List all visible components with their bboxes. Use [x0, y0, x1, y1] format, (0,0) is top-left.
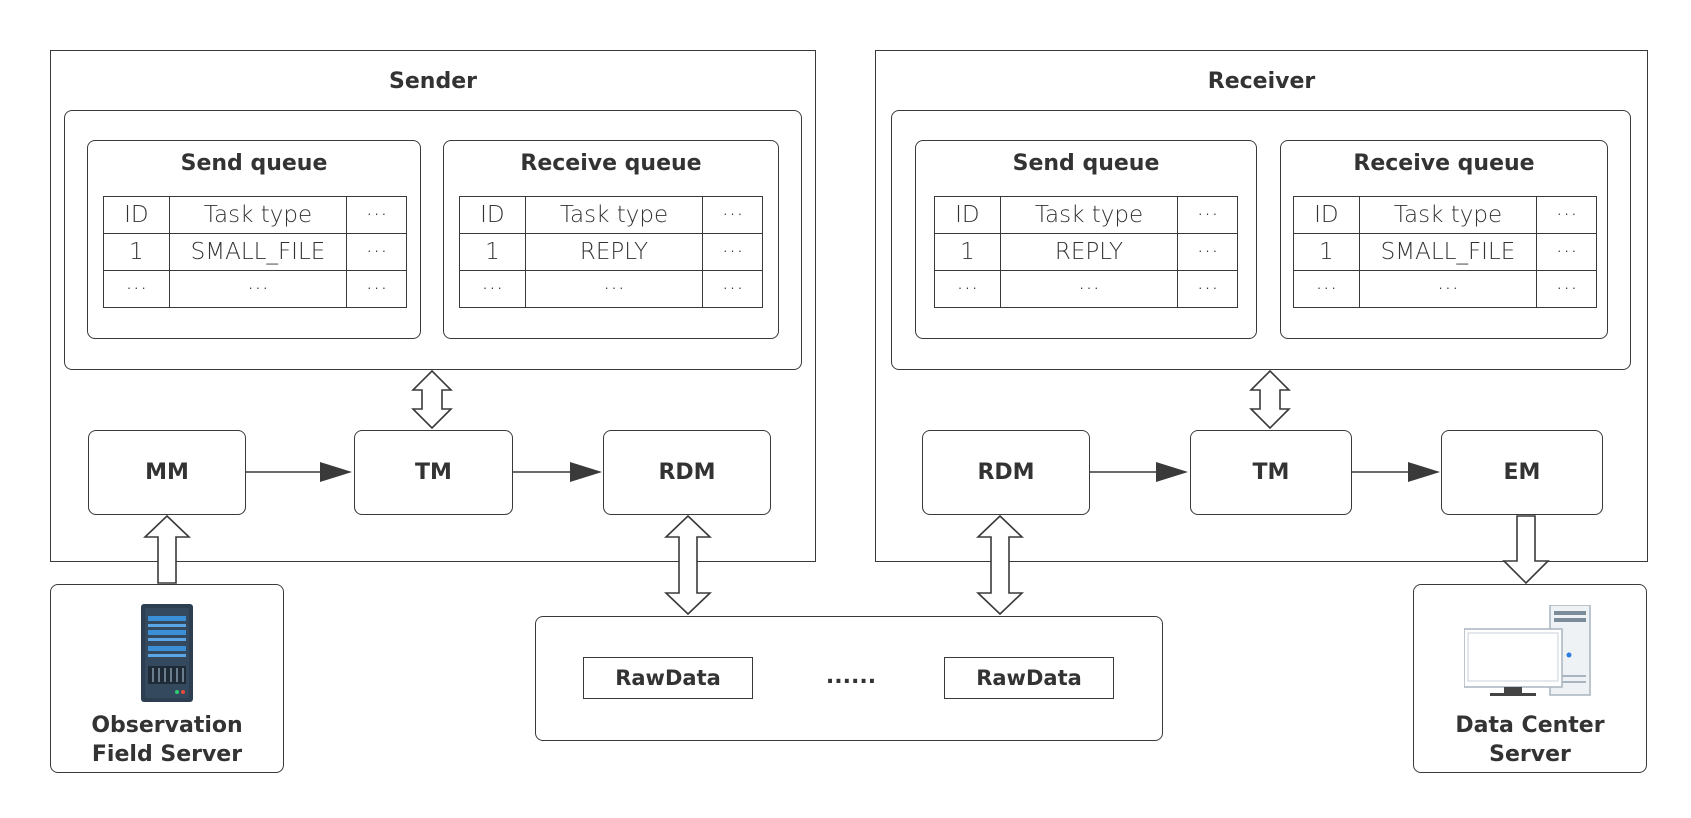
table-header-row: ID Task type ··· [1293, 196, 1597, 234]
table-cell: ··· [1536, 233, 1597, 271]
table-cell: ··· [1536, 196, 1597, 234]
table-cell: ··· [1293, 270, 1360, 308]
sender-receive-queue-title: Receive queue [520, 151, 702, 176]
table-row: 1 SMALL_FILE ··· [1293, 233, 1597, 271]
server-rack-icon [141, 604, 193, 702]
rawdata-item: RawData [583, 657, 753, 699]
table-cell: ··· [524, 270, 704, 308]
table-cell: ··· [1177, 233, 1238, 271]
table-cell: ··· [168, 270, 348, 308]
receiver-receive-queue: Receive queue ID Task type ··· 1 SMALL_F… [1280, 140, 1608, 339]
sender-send-queue-title: Send queue [180, 151, 328, 176]
observation-field-server: Observation Field Server [50, 584, 284, 773]
rawdata-item: RawData [944, 657, 1114, 699]
table-cell: REPLY [524, 233, 704, 271]
table-header-row: ID Task type ··· [934, 196, 1238, 234]
table-header-row: ID Task type ··· [459, 196, 763, 234]
table-cell: 1 [103, 233, 170, 271]
table-cell: ··· [346, 270, 407, 308]
table-cell: ··· [459, 270, 526, 308]
data-center-server-label-line2: Server [1489, 742, 1571, 767]
rawdata-storage: RawData ...... RawData [535, 616, 1163, 741]
data-center-server: Data Center Server [1413, 584, 1647, 773]
table-cell: ··· [1177, 196, 1238, 234]
table-cell: ··· [1177, 270, 1238, 308]
desktop-computer-icon [1464, 605, 1591, 696]
table-cell: Task type [999, 196, 1179, 234]
table-cell: ··· [702, 233, 763, 271]
table-cell: ··· [346, 233, 407, 271]
sender-title: Sender [389, 69, 477, 94]
table-cell: Task type [168, 196, 348, 234]
sender-receive-queue-table: ID Task type ··· 1 REPLY ··· ··· ··· ··· [459, 196, 763, 308]
table-cell: Task type [524, 196, 704, 234]
observation-server-label-line2: Field Server [91, 742, 243, 767]
table-cell: ··· [934, 270, 1001, 308]
table-cell: ID [459, 196, 526, 234]
receiver-em-module: EM [1441, 430, 1603, 515]
table-cell: SMALL_FILE [168, 233, 348, 271]
sender-send-queue: Send queue ID Task type ··· 1 SMALL_FILE… [87, 140, 421, 339]
table-cell: ··· [103, 270, 170, 308]
table-header-row: ID Task type ··· [103, 196, 407, 234]
receiver-receive-queue-title: Receive queue [1353, 151, 1535, 176]
receiver-send-queue-table: ID Task type ··· 1 REPLY ··· ··· ··· ··· [934, 196, 1238, 308]
table-row: ··· ··· ··· [1293, 270, 1597, 308]
table-cell: Task type [1358, 196, 1538, 234]
table-cell: ··· [702, 270, 763, 308]
table-cell: 1 [1293, 233, 1360, 271]
table-cell: ID [103, 196, 170, 234]
table-cell: ··· [1536, 270, 1597, 308]
sender-rdm-module: RDM [603, 430, 771, 515]
table-cell: ID [934, 196, 1001, 234]
sender-receive-queue: Receive queue ID Task type ··· 1 REPLY ·… [443, 140, 779, 339]
table-cell: ··· [702, 196, 763, 234]
sender-tm-module: TM [354, 430, 513, 515]
sender-send-queue-table: ID Task type ··· 1 SMALL_FILE ··· ··· ··… [103, 196, 407, 308]
table-row: ··· ··· ··· [459, 270, 763, 308]
table-row: 1 REPLY ··· [934, 233, 1238, 271]
table-cell: REPLY [999, 233, 1179, 271]
observation-server-label-line1: Observation [91, 713, 243, 738]
receiver-rdm-module: RDM [922, 430, 1090, 515]
receiver-send-queue-title: Send queue [1012, 151, 1160, 176]
receiver-title: Receiver [1207, 69, 1316, 94]
table-cell: ··· [999, 270, 1179, 308]
sender-mm-module: MM [88, 430, 246, 515]
table-row: ··· ··· ··· [103, 270, 407, 308]
table-cell: ··· [1358, 270, 1538, 308]
receiver-receive-queue-table: ID Task type ··· 1 SMALL_FILE ··· ··· ··… [1293, 196, 1597, 308]
table-cell: SMALL_FILE [1358, 233, 1538, 271]
table-cell: 1 [934, 233, 1001, 271]
table-cell: ··· [346, 196, 407, 234]
table-cell: ID [1293, 196, 1360, 234]
table-row: 1 SMALL_FILE ··· [103, 233, 407, 271]
table-row: ··· ··· ··· [934, 270, 1238, 308]
rawdata-ellipsis: ...... [825, 664, 877, 689]
receiver-send-queue: Send queue ID Task type ··· 1 REPLY ··· … [915, 140, 1257, 339]
table-row: 1 REPLY ··· [459, 233, 763, 271]
receiver-tm-module: TM [1190, 430, 1352, 515]
table-cell: 1 [459, 233, 526, 271]
data-center-server-label-line1: Data Center [1455, 713, 1605, 738]
